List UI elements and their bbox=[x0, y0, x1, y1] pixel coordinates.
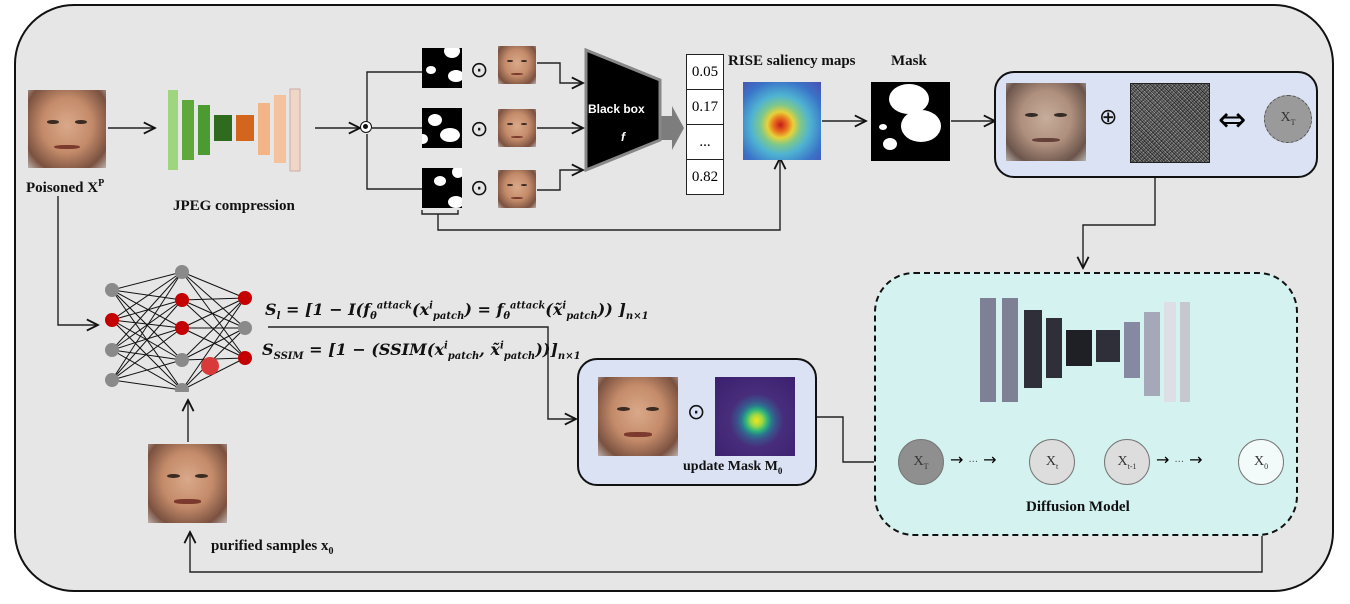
diffusion-node-x0: X0 bbox=[1238, 439, 1284, 485]
network-edge bbox=[111, 299, 183, 321]
rise-label: RISE saliency maps bbox=[728, 53, 856, 69]
diffusion-unet bbox=[980, 298, 1190, 402]
equation-s-l: Sl = [1 − I(fθattack(xipatch) = fθattack… bbox=[265, 300, 649, 323]
network-edge bbox=[111, 271, 183, 351]
clean-face bbox=[598, 377, 678, 456]
random-mask-3 bbox=[422, 168, 462, 208]
noise-node-xT: XT bbox=[1264, 95, 1312, 143]
network-edge bbox=[111, 299, 183, 381]
hadamard-operator-3: ⊙ bbox=[470, 176, 489, 201]
masked-face-2 bbox=[498, 109, 536, 147]
decoder-layers bbox=[236, 88, 301, 172]
chain-arrows-2: → ··· → bbox=[1156, 450, 1203, 469]
equivalence-arrow: ⇔ bbox=[1218, 100, 1247, 140]
network-node bbox=[105, 373, 119, 387]
network-edge bbox=[111, 289, 183, 301]
rise-saliency-map bbox=[743, 82, 821, 160]
network-edge bbox=[111, 271, 183, 381]
probability-cell: 0.05 bbox=[687, 55, 723, 90]
probability-cell: 0.82 bbox=[691, 169, 719, 185]
network-edge bbox=[111, 379, 183, 391]
network-node bbox=[175, 293, 189, 307]
black-box-function: f bbox=[621, 130, 625, 144]
network-node bbox=[238, 291, 252, 305]
encoder-layers bbox=[168, 90, 232, 170]
jpeg-label: JPEG compression bbox=[173, 198, 295, 214]
network-edge bbox=[181, 271, 246, 329]
network-node bbox=[238, 351, 252, 365]
network-node bbox=[175, 383, 189, 392]
network-node bbox=[105, 313, 119, 327]
update-mask-box: ⊙ update Mask M0 bbox=[577, 358, 817, 486]
network-edge bbox=[181, 299, 246, 329]
network-node bbox=[175, 321, 189, 335]
random-mask-2 bbox=[422, 108, 462, 148]
black-box-label: Black box bbox=[588, 102, 645, 116]
masked-poisoned-face bbox=[1006, 83, 1086, 161]
gaussian-noise bbox=[1130, 83, 1210, 163]
masked-face-1 bbox=[498, 46, 536, 84]
network-node bbox=[105, 283, 119, 297]
diffusion-label: Diffusion Model bbox=[1026, 499, 1130, 515]
binary-mask bbox=[871, 82, 950, 161]
random-mask-1 bbox=[422, 48, 462, 88]
diffusion-node-xt: Xt bbox=[1029, 439, 1075, 485]
devil-attack-icon bbox=[201, 357, 219, 375]
noise-injection-box: ⊕ ⇔ XT bbox=[994, 71, 1318, 178]
equation-s-ssim: SSSIM = [1 − (SSIM(xipatch, x̃ipatch))]n… bbox=[262, 340, 581, 363]
diffusion-model-box: XT Xt Xt-1 X0 → ··· → → ··· → Diffusion … bbox=[874, 272, 1298, 536]
probability-cell: 0.17 bbox=[687, 90, 723, 125]
network-node bbox=[175, 265, 189, 279]
hadamard-operator-4: ⊙ bbox=[687, 400, 706, 425]
network-node bbox=[105, 343, 119, 357]
network-edge bbox=[111, 327, 183, 381]
update-mask-label: update Mask M0 bbox=[683, 459, 783, 476]
network-edge bbox=[111, 299, 183, 351]
purified-label: purified samples x0 bbox=[211, 538, 334, 557]
hadamard-operator-1: ⊙ bbox=[470, 58, 489, 83]
jpeg-compression-network bbox=[168, 88, 301, 172]
network-edge bbox=[181, 297, 246, 301]
direct-sum-operator: ⊕ bbox=[1099, 105, 1118, 130]
network-edge bbox=[181, 297, 246, 391]
black-box-model bbox=[584, 48, 662, 172]
probability-cell: ... bbox=[687, 125, 723, 160]
network-edge bbox=[111, 289, 183, 329]
network-edge bbox=[111, 271, 183, 291]
chain-arrows-1: → ··· → bbox=[950, 450, 997, 469]
network-edge bbox=[181, 271, 246, 299]
network-node bbox=[238, 321, 252, 335]
updated-mask-heatmap bbox=[715, 377, 795, 456]
network-edge bbox=[181, 327, 246, 359]
network-edge bbox=[111, 349, 183, 361]
network-edge bbox=[111, 327, 183, 351]
network-edge bbox=[181, 297, 246, 329]
diffusion-node-xt-minus-1: Xt-1 bbox=[1104, 439, 1150, 485]
poisoned-image bbox=[28, 90, 106, 168]
network-edge bbox=[181, 271, 246, 359]
network-edge bbox=[111, 271, 183, 321]
hadamard-operator-2: ⊙ bbox=[470, 117, 489, 142]
purified-sample bbox=[148, 444, 227, 523]
poisoned-label: Poisoned XP bbox=[26, 178, 105, 196]
network-edge bbox=[181, 297, 246, 361]
network-node bbox=[175, 353, 189, 367]
diffusion-node-xT: XT bbox=[898, 439, 944, 485]
attacked-neural-network bbox=[105, 265, 252, 392]
splitter-node bbox=[360, 121, 372, 133]
probability-vector: 0.05 0.17 ... 0.82 bbox=[686, 54, 724, 195]
network-edge bbox=[111, 319, 183, 329]
masked-face-3 bbox=[498, 170, 536, 208]
mask-label: Mask bbox=[891, 53, 927, 69]
network-edge bbox=[111, 359, 183, 381]
